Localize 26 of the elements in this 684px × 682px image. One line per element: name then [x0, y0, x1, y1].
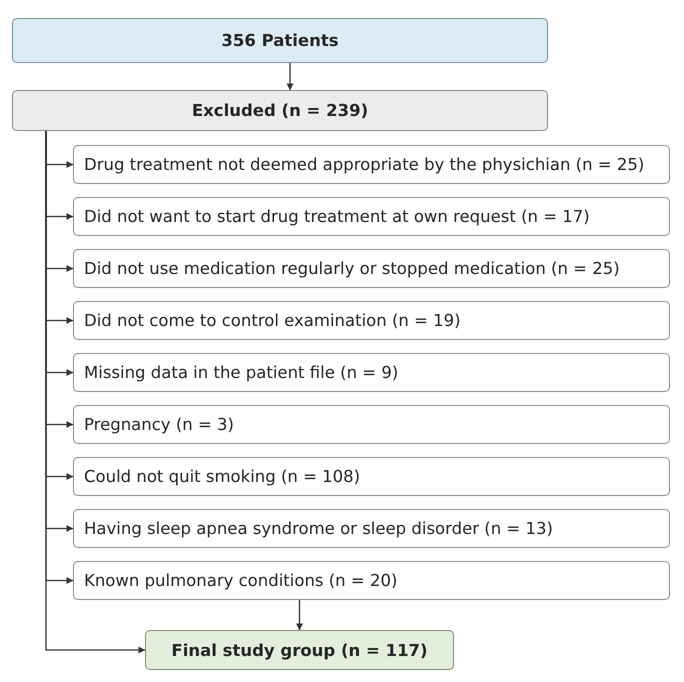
criterion-box	[73, 249, 670, 288]
node-label: Did not use medication regularly or stopped medication (n = 25)	[84, 259, 620, 278]
exclusion-box	[12, 90, 548, 131]
criterion-box	[73, 405, 670, 444]
node-label: Missing data in the patient file (n = 9)	[84, 363, 398, 382]
node-label: Known pulmonary conditions (n = 20)	[84, 571, 398, 590]
criterion-box	[73, 197, 670, 236]
node-label: Did not come to control examination (n = 19)	[84, 311, 461, 330]
node-label: 356 Patients	[221, 31, 339, 50]
criterion-box	[73, 561, 670, 600]
node-label: Did not want to start drug treatment at own request (n = 17)	[84, 207, 590, 226]
start-box	[12, 18, 548, 63]
arrow	[286, 63, 294, 90]
criterion-box	[73, 353, 670, 392]
node-label: Excluded (n = 239)	[192, 101, 368, 120]
criterion-box	[73, 509, 670, 548]
criterion-box	[73, 457, 670, 496]
criterion-box	[73, 301, 670, 340]
node-label: Final study group (n = 117)	[171, 640, 428, 660]
criterion-box	[73, 145, 670, 184]
node-label: Having sleep apnea syndrome or sleep disorder (n = 13)	[84, 519, 553, 538]
arrow	[296, 600, 303, 630]
node-label: Drug treatment not deemed appropriate by the physichian (n = 25)	[84, 155, 644, 174]
node-label: Could not quit smoking (n = 108)	[84, 467, 360, 486]
node-label: Pregnancy (n = 3)	[84, 415, 234, 434]
result-box	[145, 630, 454, 670]
